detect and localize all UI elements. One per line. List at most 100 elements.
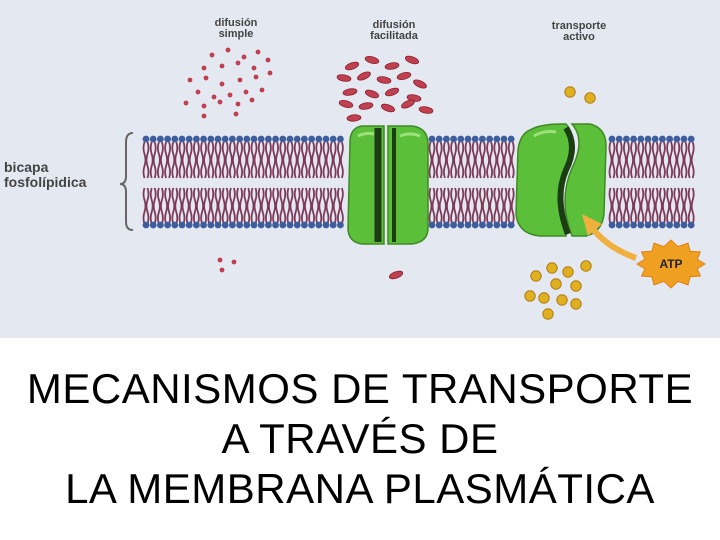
lipid-tail	[185, 187, 190, 225]
lipid-head	[329, 221, 337, 229]
lipid-tail	[633, 187, 637, 225]
lipid-tail	[611, 141, 616, 179]
small-molecule	[255, 49, 261, 55]
lipid-tail	[239, 141, 243, 179]
lipid-head	[308, 135, 315, 143]
small-molecule	[183, 100, 189, 106]
lipid-head	[142, 135, 150, 143]
polar-molecule	[357, 71, 371, 81]
lipid-tail	[626, 141, 630, 179]
transported-solute	[584, 92, 596, 104]
lipid-tail	[431, 141, 436, 179]
lipid-head	[464, 135, 472, 143]
lipid-tail	[687, 187, 692, 225]
lipid-head	[265, 221, 272, 229]
lipid-tail	[443, 187, 447, 225]
lipid-tail	[178, 187, 183, 225]
lipid-head	[214, 135, 222, 143]
title-line-3: LA MEMBRANA PLASMÁTICA	[65, 465, 655, 512]
lipid-tail	[325, 187, 330, 225]
lipid-tail	[482, 187, 486, 225]
lipid-tail	[460, 187, 465, 225]
lipid-tail	[152, 187, 157, 225]
polar-molecule	[396, 72, 412, 80]
transported-solute	[550, 278, 562, 290]
lipid-tail	[651, 141, 656, 179]
lipid-tail	[626, 187, 630, 225]
membrane-illustration: ATP	[119, 47, 706, 320]
lipid-head	[149, 135, 157, 143]
lipid-tail	[340, 187, 344, 225]
lipid-tail	[318, 141, 323, 179]
lipid-tail	[311, 187, 315, 225]
lipid-tail	[676, 187, 681, 225]
lipid-head	[157, 221, 164, 229]
lipid-tail	[428, 141, 433, 179]
lipid-tail	[446, 141, 450, 179]
polar-molecule	[338, 100, 354, 108]
lipid-head	[293, 221, 301, 229]
lipid-tail	[301, 141, 305, 179]
lipid-head	[301, 221, 308, 229]
lipid-head	[315, 221, 323, 229]
small-molecule	[235, 60, 241, 66]
lipid-head	[164, 221, 172, 229]
small-molecule	[219, 81, 225, 87]
lipid-tail	[250, 141, 255, 179]
lipid-tail	[510, 141, 515, 179]
lipid-tail	[253, 141, 258, 179]
carrier-protein	[515, 123, 607, 237]
transported-solute	[556, 294, 568, 306]
lipid-head	[265, 135, 272, 143]
lipid-tail	[680, 187, 685, 225]
lipid-head	[450, 135, 457, 143]
lipid-tail	[640, 187, 645, 225]
small-molecule	[259, 87, 265, 93]
lipid-head	[623, 221, 630, 229]
lipid-tail	[479, 141, 483, 179]
lipid-tail	[337, 187, 341, 225]
atp-label: ATP	[659, 257, 682, 271]
lipid-head	[221, 221, 229, 229]
lipid-tail	[637, 141, 642, 179]
lipid-tail	[647, 187, 652, 225]
lipid-tail	[464, 141, 469, 179]
lipid-tail	[651, 187, 656, 225]
lipid-head	[666, 221, 673, 229]
lipid-tail	[239, 187, 243, 225]
lipid-tail	[221, 141, 226, 179]
lipid-tail	[257, 141, 262, 179]
lipid-tail	[453, 187, 457, 225]
lipid-tail	[196, 141, 200, 179]
lipid-head	[623, 135, 630, 143]
lipid-head	[486, 221, 493, 229]
lipid-tail	[260, 141, 265, 179]
lipid-tail	[676, 141, 681, 179]
transported-solute	[538, 292, 550, 304]
lipid-tail	[229, 187, 233, 225]
lipid-head	[301, 135, 308, 143]
lipid-tail	[630, 187, 634, 225]
lipid-tail	[460, 141, 465, 179]
lipid-tail	[224, 141, 229, 179]
lipid-tail	[272, 187, 276, 225]
lipid-tail	[503, 187, 508, 225]
lipid-tail	[293, 187, 298, 225]
lipid-tail	[210, 141, 215, 179]
lipid-head	[637, 135, 645, 143]
lipid-tail	[149, 141, 154, 179]
lipid-head	[286, 135, 294, 143]
lipid-head	[687, 135, 695, 143]
lipid-head	[659, 221, 666, 229]
lipid-head	[644, 135, 652, 143]
lipid-head	[250, 135, 258, 143]
lipid-tail	[232, 187, 236, 225]
lipid-tail	[332, 141, 337, 179]
lipid-tail	[178, 141, 183, 179]
lipid-tail	[304, 187, 308, 225]
lipid-head	[193, 221, 200, 229]
lipid-tail	[308, 187, 312, 225]
lipid-tail	[471, 187, 476, 225]
lipid-tail	[217, 187, 222, 225]
lipid-tail	[311, 141, 315, 179]
